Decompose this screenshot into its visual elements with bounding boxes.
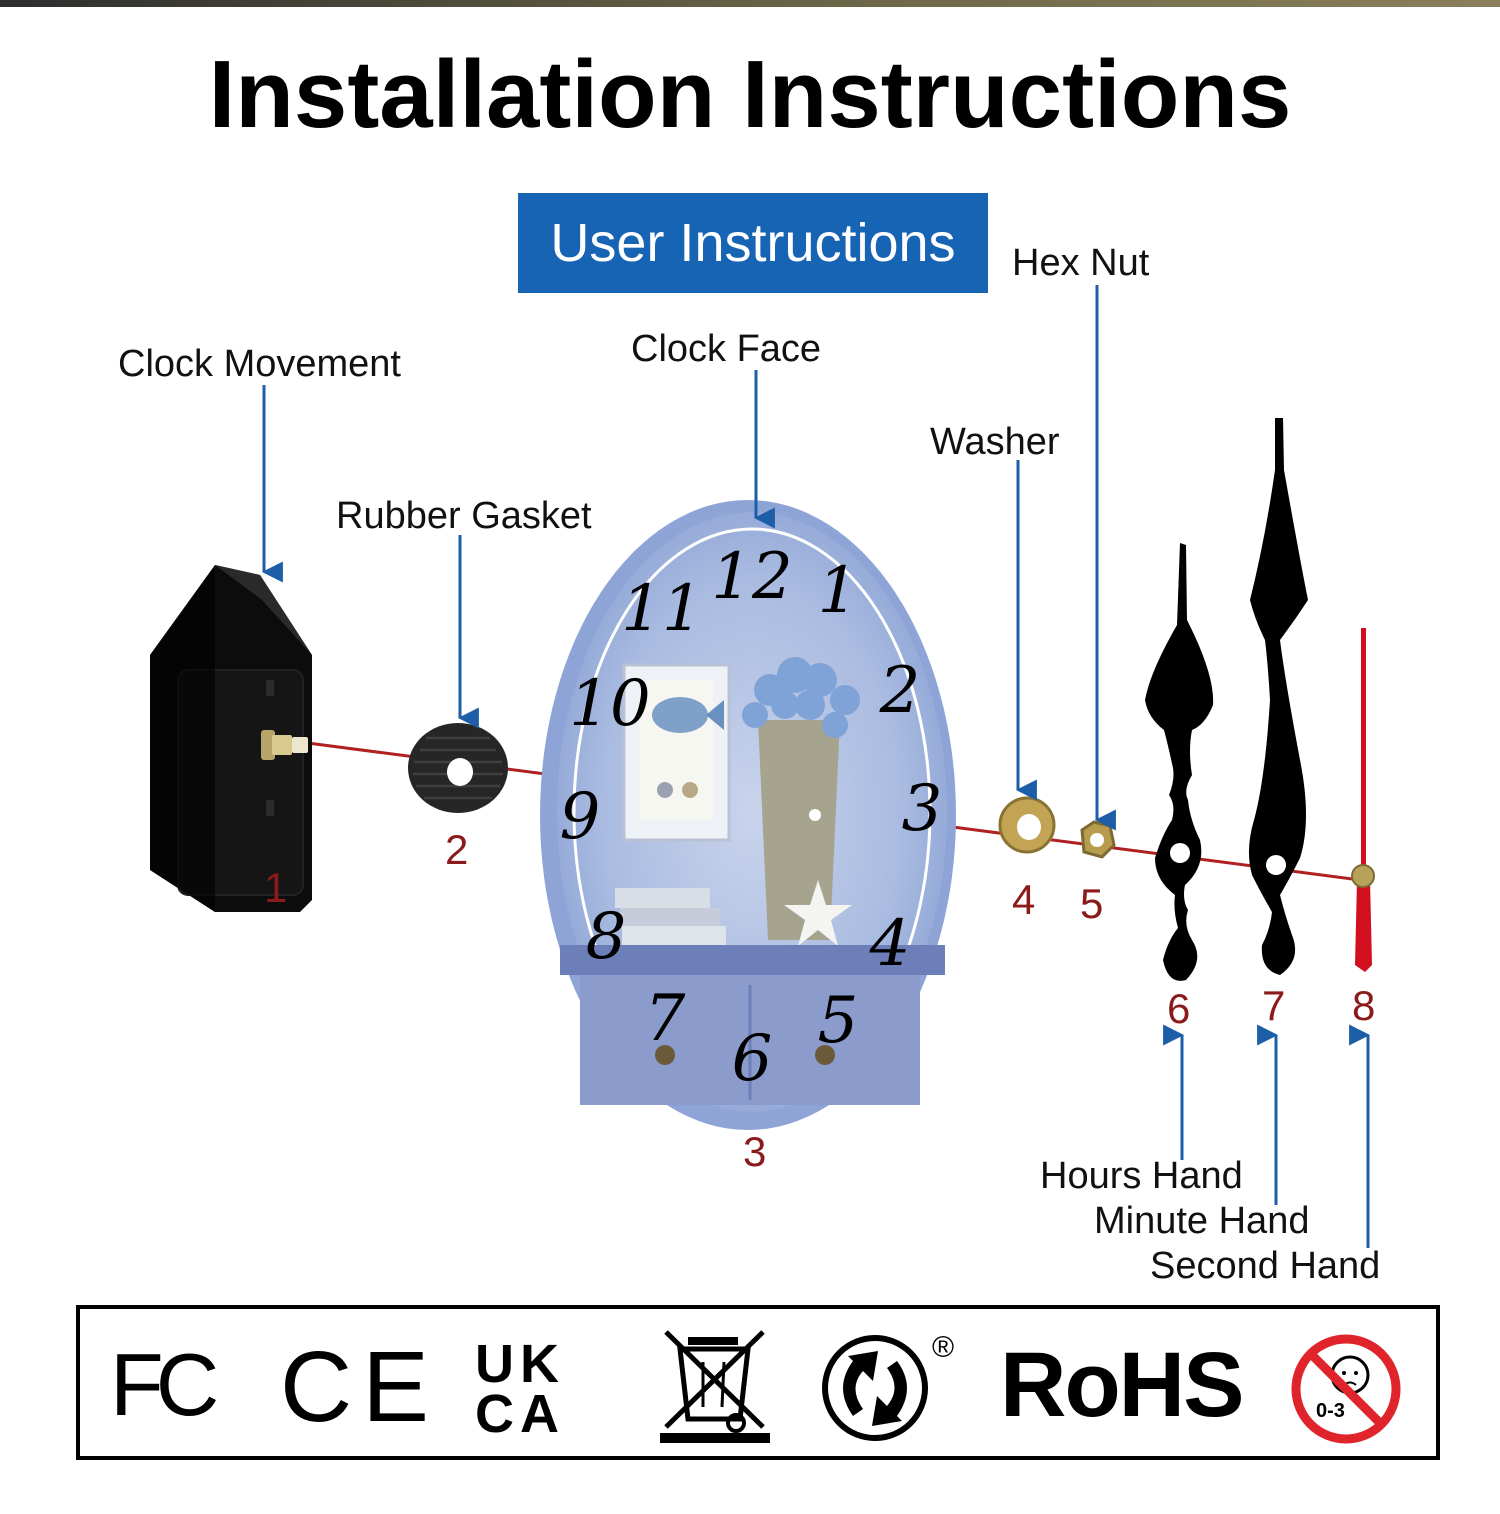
ukca-bottom: CA [475, 1384, 565, 1444]
age-warning-icon: 0-3 [1290, 1333, 1402, 1445]
numeral-8: 8 [586, 900, 627, 974]
rohs-mark-icon: RoHS [1000, 1334, 1244, 1436]
subtitle-banner: User Instructions [518, 193, 988, 293]
label-clock-movement: Clock Movement [118, 343, 401, 385]
numeral-5: 5 [818, 984, 859, 1058]
label-rubber-gasket: Rubber Gasket [336, 495, 592, 537]
label-second-hand: Second Hand [1150, 1245, 1381, 1287]
number-3: 3 [743, 1128, 767, 1175]
second-hand-icon [1351, 628, 1375, 972]
ce-mark-icon: CE [280, 1331, 439, 1443]
age-range-text: 0-3 [1316, 1400, 1345, 1422]
clock-face-icon: 12 1 2 3 4 5 6 7 8 9 10 11 [540, 500, 956, 1130]
number-4: 4 [1012, 876, 1036, 923]
weee-bin-icon [660, 1330, 770, 1443]
label-hex-nut: Hex Nut [1012, 242, 1150, 284]
top-photo-strip [0, 0, 1500, 7]
numeral-2: 2 [879, 654, 921, 728]
certification-strip: FC CE UK CA ® RoHS [76, 1305, 1440, 1460]
rubber-gasket-icon [408, 723, 508, 813]
numeral-12: 12 [711, 540, 792, 614]
page-title: Installation Instructions [208, 41, 1292, 148]
fc-mark-icon: FC [110, 1335, 219, 1434]
washer-icon [998, 796, 1056, 854]
label-minute-hand: Minute Hand [1094, 1200, 1310, 1242]
numeral-10: 10 [569, 667, 650, 741]
numeral-4: 4 [869, 907, 911, 981]
label-washer: Washer [930, 421, 1060, 463]
minute-hand-icon [1248, 418, 1308, 975]
numeral-11: 11 [621, 572, 702, 646]
number-1: 1 [264, 864, 288, 911]
numeral-9: 9 [560, 780, 601, 854]
number-6: 6 [1167, 985, 1191, 1032]
registered-mark: ® [932, 1331, 955, 1364]
numeral-1: 1 [818, 554, 859, 628]
hour-hand-icon [1145, 543, 1214, 981]
label-clock-face: Clock Face [631, 328, 822, 370]
label-hours-hand: Hours Hand [1040, 1155, 1243, 1197]
age-warning-graphic [1291, 1334, 1401, 1444]
number-7: 7 [1262, 982, 1286, 1029]
numeral-6: 6 [732, 1022, 773, 1096]
numeral-7: 7 [645, 982, 686, 1056]
subtitle-text: User Instructions [550, 213, 956, 273]
number-8: 8 [1352, 982, 1376, 1029]
green-dot-icon [822, 1335, 928, 1441]
hex-nut-icon [1080, 820, 1116, 859]
number-5: 5 [1080, 880, 1104, 927]
clock-movement-icon [150, 565, 312, 912]
number-2: 2 [445, 826, 469, 873]
ukca-mark-icon: UK CA [475, 1334, 615, 1441]
numeral-3: 3 [902, 772, 943, 846]
ukca-top: UK [475, 1334, 565, 1394]
